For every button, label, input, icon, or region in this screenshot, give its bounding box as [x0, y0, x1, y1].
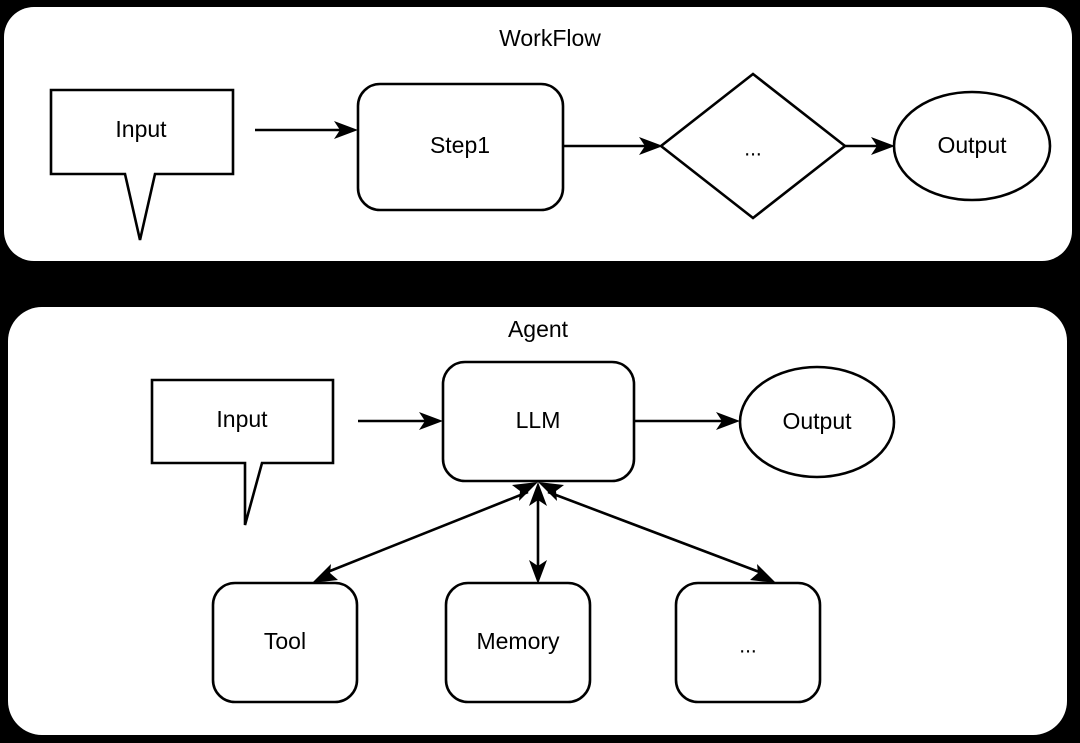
arrowhead-icon-start: [512, 482, 538, 501]
workflow-decision-label: ...: [744, 138, 762, 161]
agent-output-label: Output: [782, 408, 852, 434]
arrowhead-icon: [639, 137, 663, 155]
agent-panel-title: Agent: [508, 316, 569, 342]
agent-llm-label: LLM: [516, 407, 561, 433]
arrowhead-icon: [334, 121, 358, 139]
arrowhead-icon-end: [750, 564, 776, 583]
workflow-panel-title: WorkFlow: [499, 25, 601, 51]
workflow-decision-node[interactable]: ...: [658, 72, 848, 220]
callout-shape: [49, 88, 235, 241]
edge-llm-to-tool: [312, 482, 538, 583]
agent-memory-node[interactable]: Memory: [444, 581, 592, 704]
agent-memory-label: Memory: [476, 628, 560, 654]
rounded-rect-shape: [211, 581, 359, 704]
arrowhead-icon-end: [529, 560, 547, 584]
workflow-output-label: Output: [937, 132, 1007, 158]
agent-more-label: ...: [739, 635, 757, 658]
edge-llm-to-memory: [529, 482, 547, 584]
edge-line: [547, 490, 763, 575]
rounded-rect-shape: [674, 581, 822, 704]
workflow-input-node[interactable]: Input: [49, 88, 235, 241]
arrowhead-icon-end: [312, 564, 338, 583]
workflow-panel: WorkFlow Input Step1 ...: [4, 7, 1072, 261]
workflow-step1-node[interactable]: Step1: [356, 82, 565, 212]
ellipse-shape: [738, 365, 896, 479]
edge-input-to-step1: [255, 121, 358, 139]
callout-shape: [150, 378, 335, 526]
agent-more-node[interactable]: ...: [674, 581, 822, 704]
arrowhead-icon: [716, 412, 740, 430]
agent-panel: Agent Input LLM Output: [8, 307, 1067, 735]
edge-line: [324, 490, 529, 575]
ellipse-shape: [892, 90, 1052, 202]
agent-llm-node[interactable]: LLM: [441, 360, 636, 483]
arrowhead-icon: [871, 137, 895, 155]
workflow-input-label: Input: [115, 116, 167, 142]
edge-decision-to-output: [845, 137, 895, 155]
workflow-output-node[interactable]: Output: [892, 90, 1052, 202]
workflow-step1-label: Step1: [430, 132, 490, 158]
diamond-shape: [658, 72, 848, 220]
arrowhead-icon-start: [529, 482, 547, 506]
agent-tool-node[interactable]: Tool: [211, 581, 359, 704]
agent-output-node[interactable]: Output: [738, 365, 896, 479]
edge-input-to-llm: [358, 412, 443, 430]
arrowhead-icon-start: [538, 482, 564, 501]
agent-input-label: Input: [216, 406, 268, 432]
edge-step1-to-decision: [563, 137, 663, 155]
edge-llm-to-output: [634, 412, 740, 430]
agent-input-node[interactable]: Input: [150, 378, 335, 526]
arrowhead-icon: [419, 412, 443, 430]
edge-llm-to-more: [538, 482, 776, 583]
agent-tool-label: Tool: [264, 628, 306, 654]
rounded-rect-shape: [444, 581, 592, 704]
